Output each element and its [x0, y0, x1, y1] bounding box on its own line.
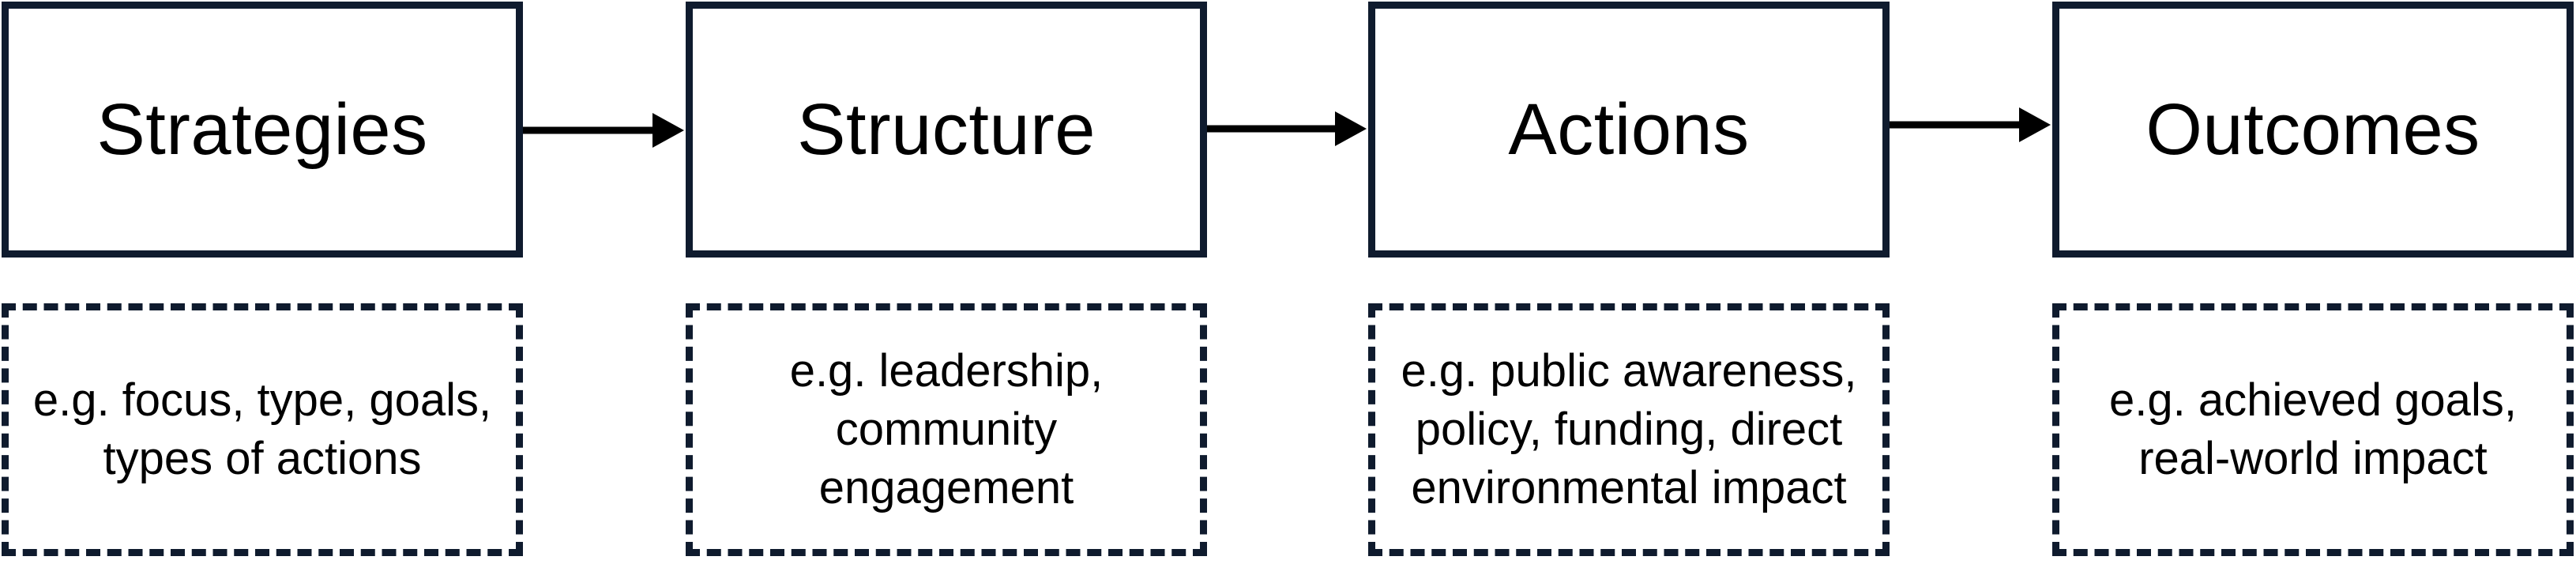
detail-box-actions: e.g. public awareness, policy, funding, … [1368, 303, 1890, 556]
stage-box-outcomes: Outcomes [2052, 2, 2574, 258]
detail-text: e.g. focus, type, goals, types of action… [32, 374, 492, 484]
detail-box-structure: e.g. leadership, community engagement [686, 303, 1207, 556]
detail-text: e.g. leadership, community engagement [789, 344, 1104, 514]
stage-box-strategies: Strategies [2, 2, 523, 258]
detail-box-strategies: e.g. focus, type, goals, types of action… [2, 303, 523, 556]
stage-label: Strategies [96, 89, 428, 170]
detail-text: e.g. public awareness, policy, funding, … [1401, 344, 1857, 514]
arrow-structure-to-actions [1207, 111, 1367, 146]
stage-label: Actions [1508, 89, 1750, 170]
stage-box-structure: Structure [686, 2, 1207, 258]
stage-box-actions: Actions [1368, 2, 1890, 258]
arrow-actions-to-outcomes [1890, 107, 2051, 142]
stage-label: Outcomes [2145, 89, 2480, 170]
detail-text: e.g. achieved goals, real-world impact [2109, 374, 2517, 484]
detail-box-outcomes: e.g. achieved goals, real-world impact [2052, 303, 2574, 556]
arrow-strategies-to-structure [523, 113, 684, 148]
stage-label: Structure [797, 89, 1096, 170]
